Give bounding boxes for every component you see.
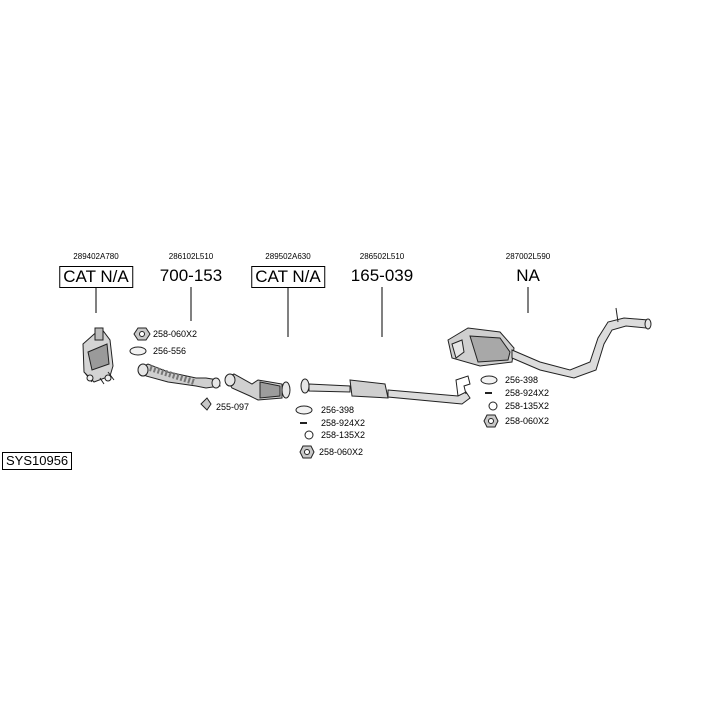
accessory-label[interactable]: 258-060X2 [319, 447, 364, 457]
oem-number: 287002L590 [505, 252, 551, 261]
clamp-icon [200, 397, 212, 411]
accessory-label[interactable]: 258-060X2 [505, 416, 550, 426]
accessory-label[interactable]: 258-060X2 [153, 329, 198, 339]
front-pipe-drawing [137, 363, 221, 389]
accessory-label[interactable]: 258-135X2 [321, 430, 366, 440]
part-number-link[interactable]: NA [516, 266, 540, 285]
oem-number: 289402A780 [73, 252, 119, 261]
system-code: SYS10956 [2, 452, 73, 470]
accessory-label[interactable]: 256-556 [153, 346, 187, 356]
middle-silencer-drawing [300, 375, 471, 405]
gasket-icon [295, 405, 313, 415]
oem-number: 286502L510 [359, 252, 405, 261]
gasket-icon [129, 346, 147, 356]
accessory-icons [129, 327, 499, 459]
center-catalytic-converter-drawing [224, 373, 291, 401]
gasket-icon [480, 375, 498, 385]
accessory-label[interactable]: 256-398 [321, 405, 355, 415]
part-number-link[interactable]: CAT N/A [251, 266, 325, 288]
part-number-link[interactable]: 700-153 [159, 266, 223, 285]
part-number-link[interactable]: CAT N/A [59, 266, 133, 288]
part-number-link[interactable]: 165-039 [350, 266, 414, 285]
accessory-label[interactable]: 258-924X2 [505, 388, 550, 398]
leader-lines [95, 287, 529, 337]
accessory-label[interactable]: 256-398 [505, 375, 539, 385]
oem-number: 289502A630 [265, 252, 311, 261]
rear-silencer-drawing [447, 307, 652, 379]
accessory-label[interactable]: 258-924X2 [321, 418, 366, 428]
washer-icon [488, 401, 498, 411]
washer-icon [304, 430, 314, 440]
oem-number: 286102L510 [168, 252, 214, 261]
front-catalytic-converter-drawing [82, 327, 115, 385]
accessory-label[interactable]: 255-097 [216, 402, 250, 412]
accessory-label[interactable]: 258-135X2 [505, 401, 550, 411]
